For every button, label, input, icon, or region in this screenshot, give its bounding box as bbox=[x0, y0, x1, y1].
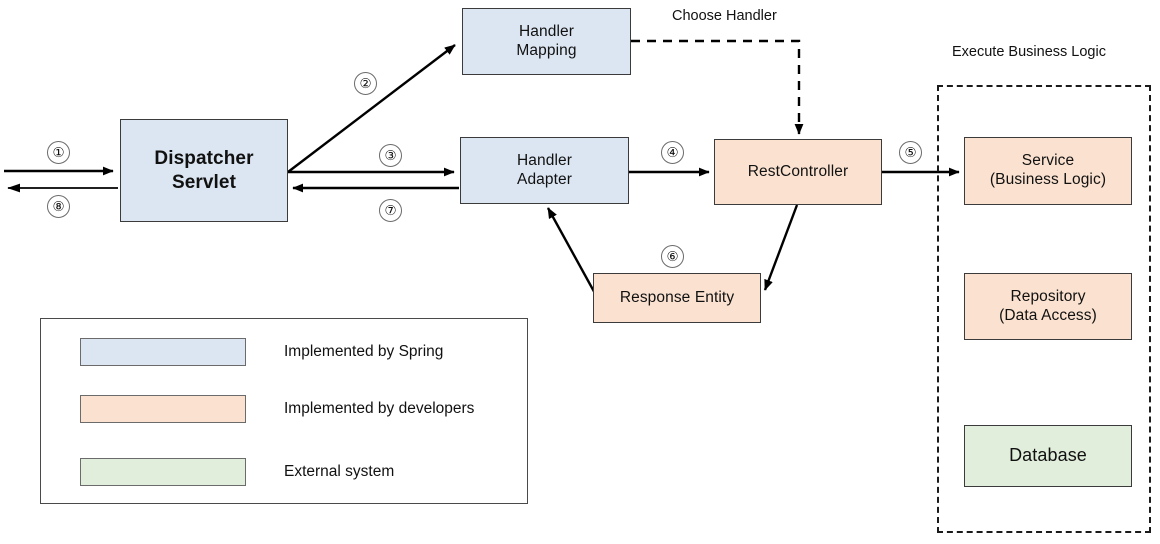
group-execute-business-logic-label: Execute Business Logic bbox=[952, 44, 1106, 60]
step-marker-6: ⑥ bbox=[661, 245, 684, 268]
step-marker-5: ⑤ bbox=[899, 141, 922, 164]
legend-item-external: External system bbox=[80, 458, 394, 486]
database-label: Database bbox=[1009, 445, 1087, 466]
service-label-line2: (Business Logic) bbox=[989, 171, 1107, 188]
repository-label-line2: (Data Access) bbox=[999, 306, 1097, 324]
legend-swatch-developers bbox=[80, 395, 246, 423]
node-repository[interactable]: Repository (Data Access) bbox=[964, 273, 1132, 340]
step-marker-4: ④ bbox=[661, 141, 684, 164]
step-marker-8: ⑧ bbox=[47, 195, 70, 218]
step-marker-1: ① bbox=[47, 141, 70, 164]
legend-label-developers: Implemented by developers bbox=[284, 400, 475, 417]
node-service[interactable]: Service (Business Logic) bbox=[964, 137, 1132, 205]
rest-controller-label: RestController bbox=[747, 162, 849, 180]
node-handler-mapping[interactable]: Handler Mapping bbox=[462, 8, 631, 75]
group-execute-business-logic bbox=[937, 85, 1151, 533]
handler-mapping-label-line1: Handler bbox=[519, 22, 574, 40]
edge-dispatcher-to-handler-mapping bbox=[287, 44, 456, 173]
dispatcher-servlet-label-line1: Dispatcher bbox=[154, 148, 254, 170]
dispatcher-servlet-label-line2: Servlet bbox=[171, 171, 237, 193]
legend-swatch-spring bbox=[80, 338, 246, 366]
legend-item-developers: Implemented by developers bbox=[80, 395, 474, 423]
node-response-entity[interactable]: Response Entity bbox=[593, 273, 761, 323]
handler-adapter-label-line1: Handler bbox=[517, 151, 572, 169]
handler-adapter-label-line2: Adapter bbox=[517, 170, 572, 188]
step-marker-7: ⑦ bbox=[379, 199, 402, 222]
node-rest-controller[interactable]: RestController bbox=[714, 139, 882, 205]
repository-label-line1: Repository bbox=[1010, 287, 1086, 305]
node-database[interactable]: Database bbox=[964, 425, 1132, 487]
edge-label-choose-handler: Choose Handler bbox=[672, 8, 777, 24]
legend-label-external: External system bbox=[284, 463, 395, 480]
handler-mapping-label-line2: Mapping bbox=[516, 41, 577, 59]
step-marker-2: ② bbox=[354, 72, 377, 95]
node-dispatcher-servlet[interactable]: Dispatcher Servlet bbox=[120, 119, 288, 222]
step-marker-3: ③ bbox=[379, 144, 402, 167]
edge-choose-handler-dashed bbox=[631, 39, 804, 135]
response-entity-label: Response Entity bbox=[619, 288, 735, 306]
legend-item-spring: Implemented by Spring bbox=[80, 338, 443, 366]
legend-label-spring: Implemented by Spring bbox=[284, 343, 444, 360]
legend-swatch-external bbox=[80, 458, 246, 486]
edge-response-entity-to-handler-adapter bbox=[546, 207, 599, 298]
node-handler-adapter[interactable]: Handler Adapter bbox=[460, 137, 629, 204]
service-label-line1: Service bbox=[1021, 152, 1075, 170]
edge-rest-controller-to-response-entity bbox=[763, 204, 799, 291]
